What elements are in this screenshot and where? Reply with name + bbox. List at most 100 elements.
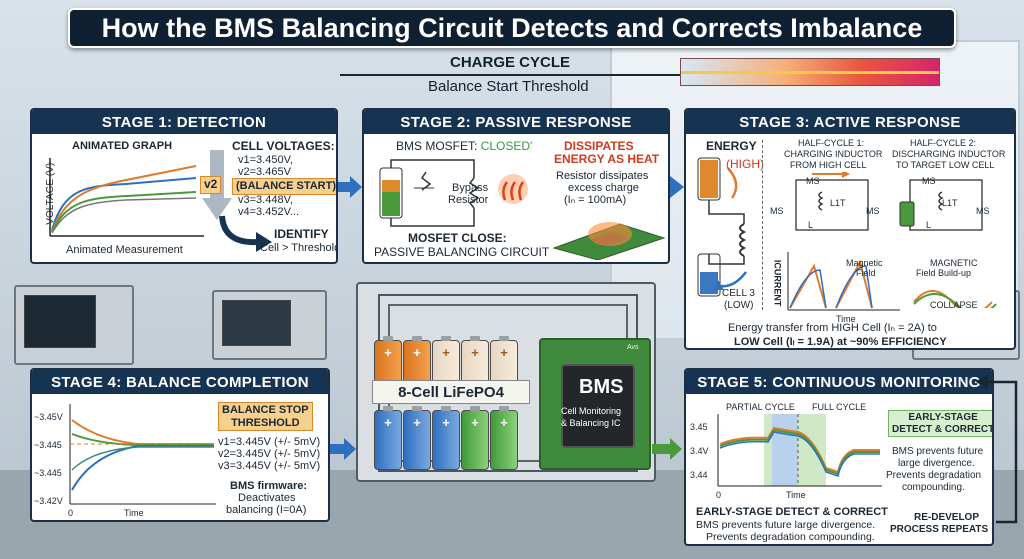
- stage1-panel: STAGE 1: DETECTION ANIMATED GRAPH VOLTAG…: [30, 108, 338, 264]
- buildup-label1: MAGNETIC: [930, 258, 978, 268]
- cell-curve-blue: [51, 177, 197, 231]
- magnetic-field-label1: Magnetic: [846, 258, 883, 268]
- firmware-line2: Deactivates: [238, 492, 296, 504]
- stage4-y1: ~3.45V: [34, 412, 63, 422]
- hc2-l1t: L1T: [942, 198, 958, 208]
- stage1-to-stage2-arrow-icon: [338, 176, 362, 198]
- cell-6-blue: +: [374, 406, 402, 470]
- stage2-panel: STAGE 2: PASSIVE RESPONSE BMS MOSFET: CL…: [362, 108, 670, 264]
- field-buildup-curve: [913, 290, 997, 308]
- mosfet-state-line: BMS MOSFET: CLOSED': [396, 139, 533, 154]
- stage4-to-board-arrow-icon: [330, 438, 356, 460]
- dissipates-line1: DISSIPATES: [564, 139, 634, 153]
- stage5-title: STAGE 5: CONTINUOUS MONITORING: [686, 370, 992, 394]
- half-cycle2-circuit: [899, 179, 983, 231]
- pcb-mark: Avs: [627, 344, 639, 351]
- stage5-desc2: large divergence.: [898, 458, 975, 469]
- stage3-panel: STAGE 3: ACTIVE RESPONSE ENERGY (HIGH) C…: [684, 108, 1016, 350]
- bottom-desc2: Prevents degradation compounding.: [706, 531, 875, 543]
- bms-chip: BMS Cell Monitoring & Balancing IC: [561, 364, 635, 448]
- stage5-desc3: Prevents degradation: [886, 470, 982, 481]
- hc1-l1t: L1T: [830, 198, 846, 208]
- stage4-panel: STAGE 4: BALANCE COMPLETION ~3.45V ~3.44…: [30, 368, 330, 522]
- cell-curve-orange: [51, 165, 197, 233]
- hc1-ms-left: MS: [770, 206, 784, 216]
- stage4-convergence-graph: [69, 404, 216, 505]
- cell-curve-gray: [51, 197, 197, 234]
- identify-label: IDENTIFY: [274, 227, 329, 241]
- half-cycle1-line3: FROM HIGH CELL: [790, 160, 867, 170]
- buildup-label2: Field Build-up: [916, 268, 972, 278]
- early-stage-line2: DETECT & CORRECT: [892, 423, 994, 435]
- stage2-title: STAGE 2: PASSIVE RESPONSE: [364, 110, 668, 134]
- hc1-ms-right: MS: [866, 206, 880, 216]
- cell-voltage-v3: v3=3.448V,: [238, 194, 293, 206]
- stage4-v1: v1=3.445V (+/- 5mV): [218, 436, 321, 448]
- stage4-y4: ~3.42V: [34, 496, 63, 506]
- stage5-desc1: BMS prevents future: [892, 446, 984, 457]
- half-cycle2-line2: DISCHARGING INDUCTOR: [892, 149, 1006, 159]
- stage4-v2: v2=3.445V (+/- 5mV): [218, 448, 321, 460]
- cell-voltage-v1: v1=3.450V,: [238, 154, 293, 166]
- energy-label: ENERGY: [706, 139, 757, 153]
- bottom-desc1: BMS prevents future large divergence.: [696, 519, 876, 531]
- hc1-l: L: [808, 220, 814, 230]
- full-cycle-label: FULL CYCLE: [812, 402, 867, 412]
- stage5-xtime: Time: [786, 490, 806, 500]
- background-oscilloscope: [14, 285, 134, 365]
- stage5-panel: STAGE 5: CONTINUOUS MONITORING PARTIAL C…: [684, 368, 994, 546]
- balance-start-threshold-label: Balance Start Threshold: [428, 78, 589, 95]
- stage5-desc4: compounding.: [902, 482, 965, 493]
- firmware-line3: balancing (I=0A): [226, 504, 307, 516]
- pack-label: 8-Cell LiFePO4: [372, 380, 530, 404]
- bms-chip-sub1: Cell Monitoring: [561, 406, 622, 416]
- current-axis-label: ICURRENT: [772, 259, 783, 307]
- stage3-divider: [762, 140, 763, 310]
- stage5-monitoring-graph: [717, 414, 882, 487]
- stage4-y3: ~3.445: [34, 468, 62, 478]
- cell-voltages-title: CELL VOLTAGES:: [232, 139, 335, 153]
- redevelop-line2: PROCESS REPEATS: [890, 524, 989, 535]
- early-stage-tag: EARLY-STAGE DETECT & CORRECT: [888, 410, 994, 437]
- stage1-x-axis-label: Animated Measurement: [66, 244, 183, 256]
- identify-sub-label: Cell > Threshold: [260, 242, 338, 254]
- hc2-ms-top: MS: [922, 176, 936, 186]
- stage5-y2: 3.4V: [690, 446, 709, 456]
- collapse-label: COLLAPSE: [930, 300, 978, 310]
- high-cell-label: (HIGH): [726, 157, 764, 171]
- resistor-desc-1: Resistor dissipates: [556, 170, 649, 182]
- mosfet-state: CLOSED': [480, 139, 533, 153]
- loop-back-arrow-icon: [976, 375, 1018, 524]
- stage4-xtime: Time: [124, 508, 144, 518]
- mosfet-close-label: MOSFET CLOSE:: [408, 231, 507, 245]
- hc2-l: L: [926, 220, 932, 230]
- charge-cycle-line: [340, 74, 680, 76]
- stage4-y2: ~3.445: [34, 440, 62, 450]
- bms-pcb: Avs BMS Cell Monitoring & Balancing IC: [539, 338, 651, 470]
- charge-cycle-label: CHARGE CYCLE: [450, 54, 571, 71]
- stage5-x0: 0: [716, 490, 722, 500]
- stage3-title: STAGE 3: ACTIVE RESPONSE: [686, 110, 1014, 134]
- stage4-title: STAGE 4: BALANCE COMPLETION: [32, 370, 328, 394]
- active-energy-diagram: [697, 157, 747, 297]
- half-cycle2-line3: TO TARGET LOW CELL: [896, 160, 995, 170]
- dissipates-line2: ENERGY AS HEAT: [554, 152, 660, 166]
- stage5-y3: 3.44: [690, 470, 708, 480]
- stage4-v3: v3=3.445V (+/- 5mV): [218, 460, 321, 472]
- charge-gradient-bar: [680, 58, 940, 86]
- cell-voltage-v2: v2=3.465V: [238, 166, 291, 178]
- cell-voltage-v4: v4=3.452V...: [238, 206, 300, 218]
- cell3-low-label: (LOW): [724, 300, 754, 311]
- half-cycle1-circuit: [795, 172, 869, 231]
- resistor-label: Resistor: [448, 194, 489, 206]
- hc2-ms-right: MS: [976, 206, 990, 216]
- identify-arrow-icon: [219, 215, 272, 252]
- early-stage-line1: EARLY-STAGE: [908, 412, 978, 423]
- half-cycle2-title: HALF-CYCLE 2:: [910, 138, 977, 148]
- cell-7-blue: +: [403, 406, 431, 470]
- cell-9-green: +: [461, 406, 489, 470]
- transfer-line2: LOW Cell (Iₗ = 1.9A) at ~90% EFFICIENCY: [734, 336, 947, 348]
- passive-circuit-diagram: [379, 159, 480, 227]
- balance-start-tag: (BALANCE START): [232, 178, 336, 195]
- half-cycle1-title: HALF-CYCLE 1:: [798, 138, 865, 148]
